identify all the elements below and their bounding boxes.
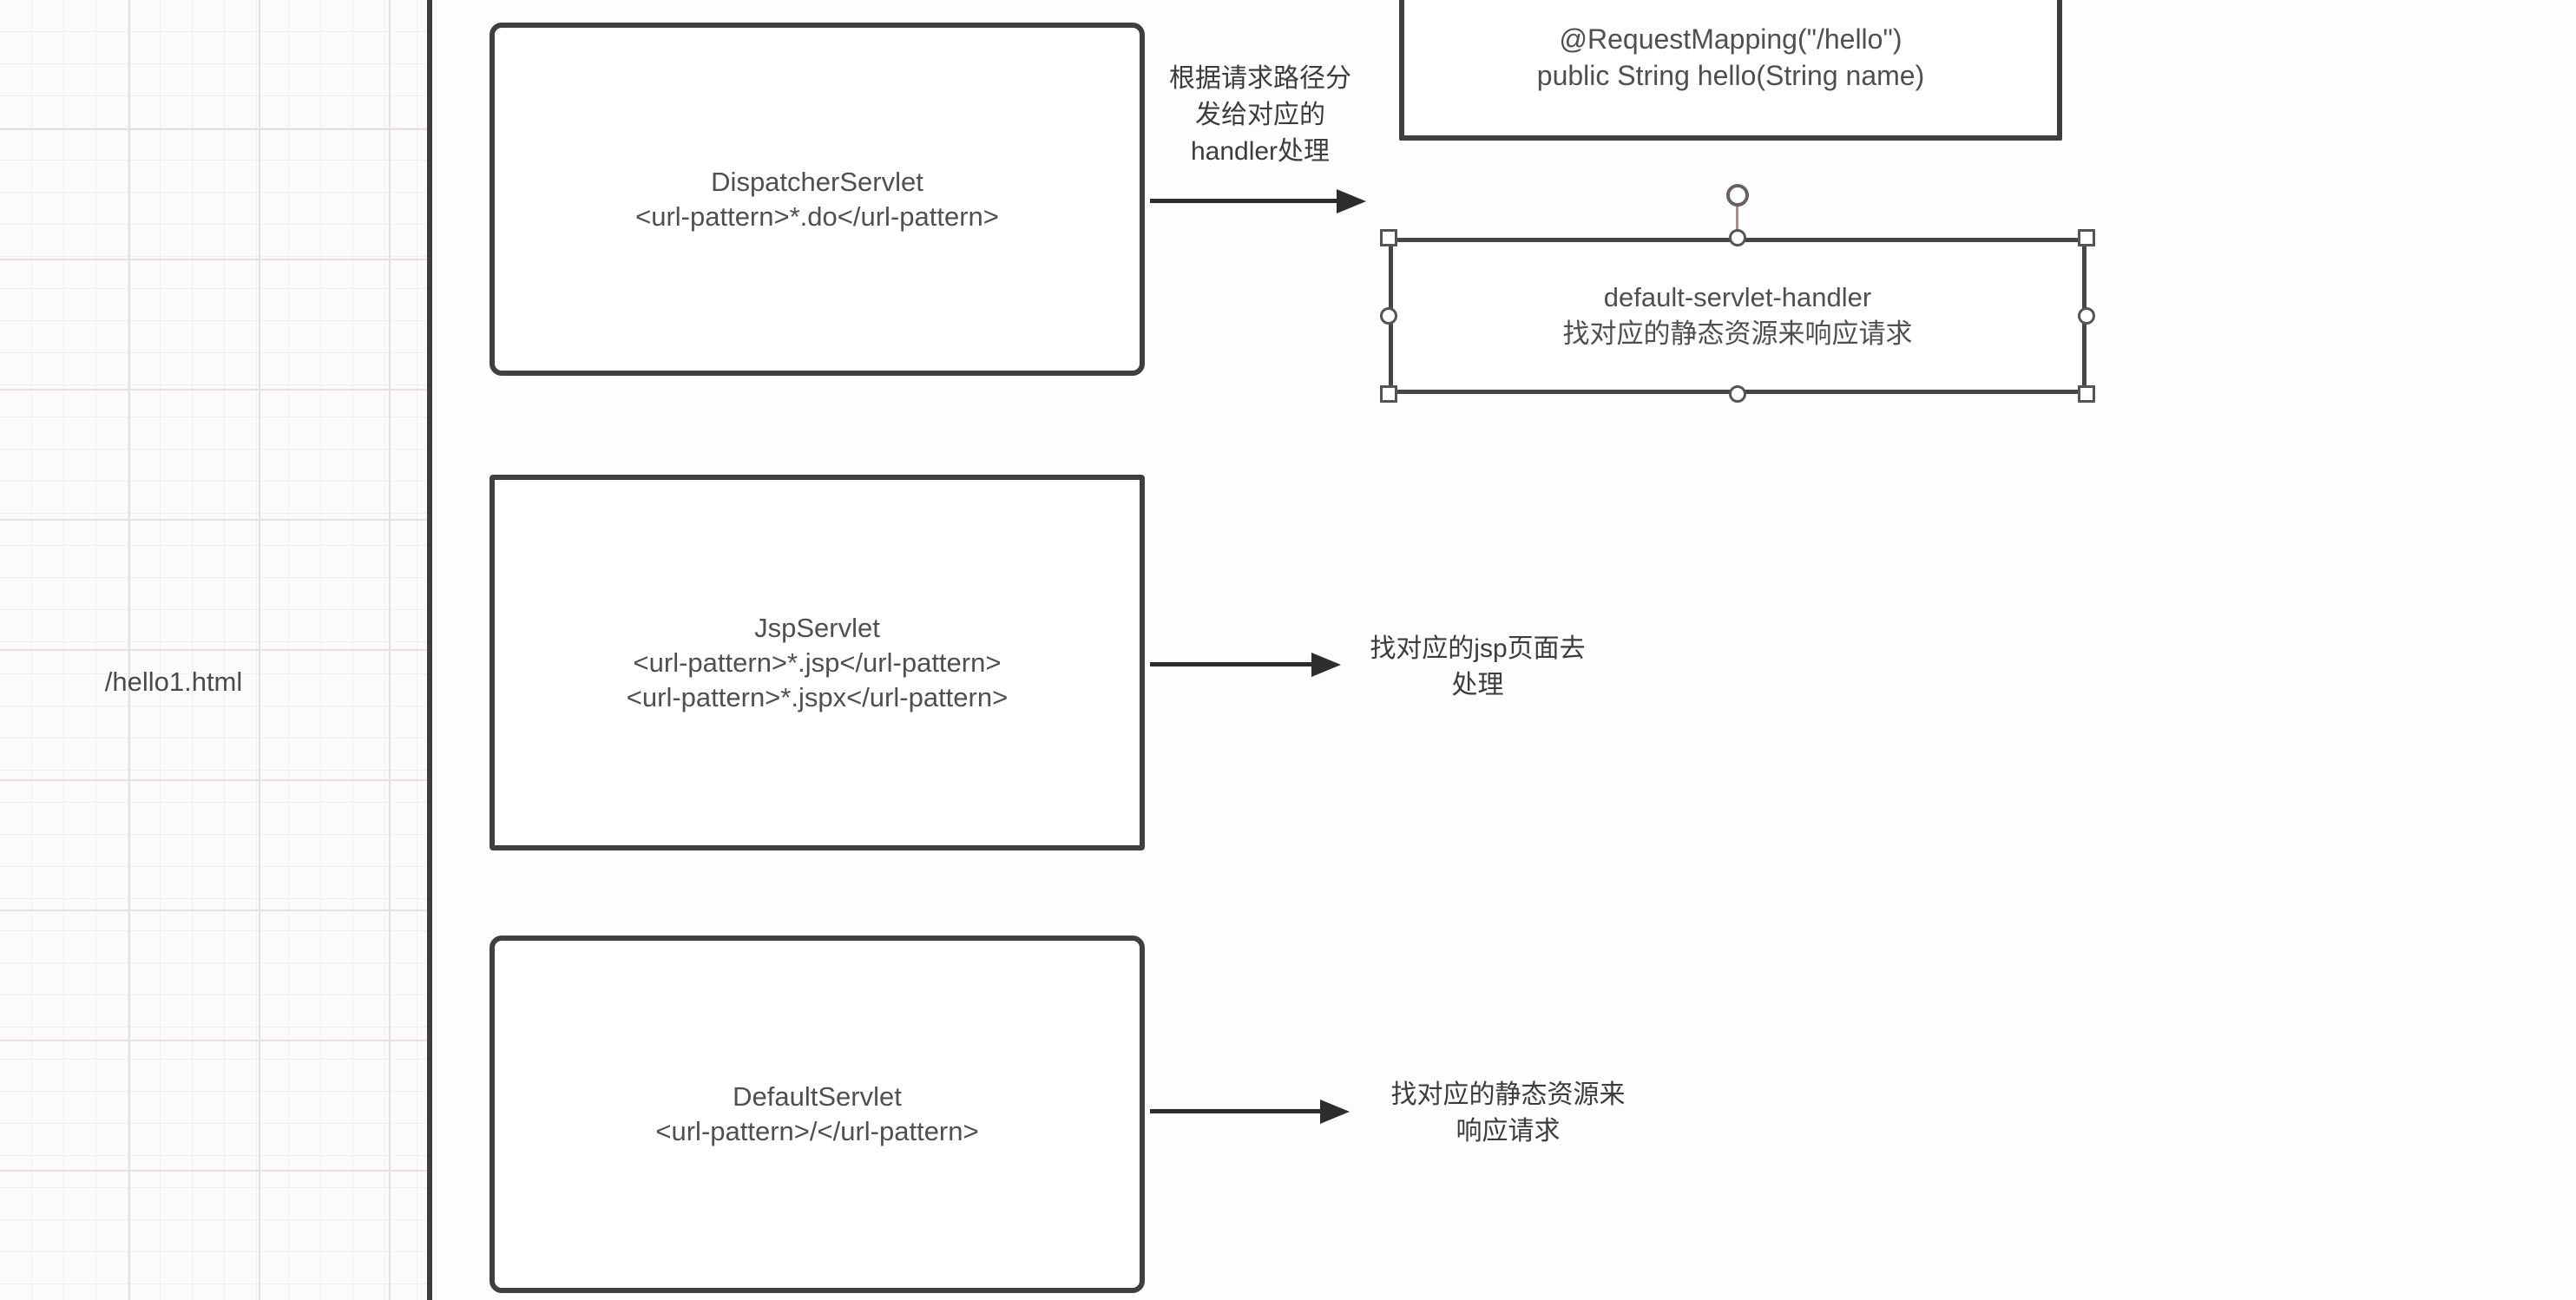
divider-line[interactable] xyxy=(427,0,432,1300)
selection-handle-nw[interactable] xyxy=(1380,229,1397,246)
default-servlet-handler-box[interactable]: default-servlet-handler 找对应的静态资源来响应请求 xyxy=(1389,238,2086,394)
jsp-servlet-box[interactable]: JspServlet <url-pattern>*.jsp</url-patte… xyxy=(490,475,1145,850)
selection-handle-n[interactable] xyxy=(1729,229,1746,246)
static-annotation[interactable]: 找对应的静态资源来 响应请求 xyxy=(1390,1080,1626,1146)
arrow-line xyxy=(1150,1109,1322,1113)
arrow-head-icon xyxy=(1320,1100,1350,1124)
default-servlet-box[interactable]: DefaultServlet <url-pattern>/</url-patte… xyxy=(490,936,1145,1293)
arrow-line xyxy=(1150,199,1339,203)
default-servlet-handler-text: default-servlet-handler 找对应的静态资源来响应请求 xyxy=(1562,282,1913,349)
default-servlet-text: DefaultServlet <url-pattern>/</url-patte… xyxy=(655,1081,979,1146)
arrow-head-icon xyxy=(1337,189,1366,213)
jsp-annotation[interactable]: 找对应的jsp页面去 处理 xyxy=(1370,634,1586,699)
jsp-servlet-text: JspServlet <url-pattern>*.jsp</url-patte… xyxy=(626,612,1009,712)
selection-handle-w[interactable] xyxy=(1380,307,1397,325)
rotation-handle-link xyxy=(1736,205,1738,240)
dispatcher-servlet-text: DispatcherServlet <url-pattern>*.do</url… xyxy=(635,166,999,232)
request-mapping-text: @RequestMapping("/hello") public String … xyxy=(1536,23,1925,91)
grid-panel xyxy=(0,0,427,1300)
selection-handle-ne[interactable] xyxy=(2078,229,2095,246)
rotation-handle[interactable] xyxy=(1726,184,1749,207)
dispatch-annotation[interactable]: 根据请求路径分 发给对应的 handler处理 xyxy=(1169,64,1351,166)
selection-handle-e[interactable] xyxy=(2078,307,2095,325)
dispatcher-servlet-box[interactable]: DispatcherServlet <url-pattern>*.do</url… xyxy=(490,23,1145,376)
selection-handle-sw[interactable] xyxy=(1380,385,1397,403)
request-mapping-box[interactable]: @RequestMapping("/hello") public String … xyxy=(1399,0,2062,141)
request-path-label[interactable]: /hello1.html xyxy=(104,666,243,697)
arrow-line xyxy=(1150,662,1315,666)
selection-handle-s[interactable] xyxy=(1729,385,1746,403)
selection-handle-se[interactable] xyxy=(2078,385,2095,403)
arrow-head-icon xyxy=(1311,653,1341,677)
